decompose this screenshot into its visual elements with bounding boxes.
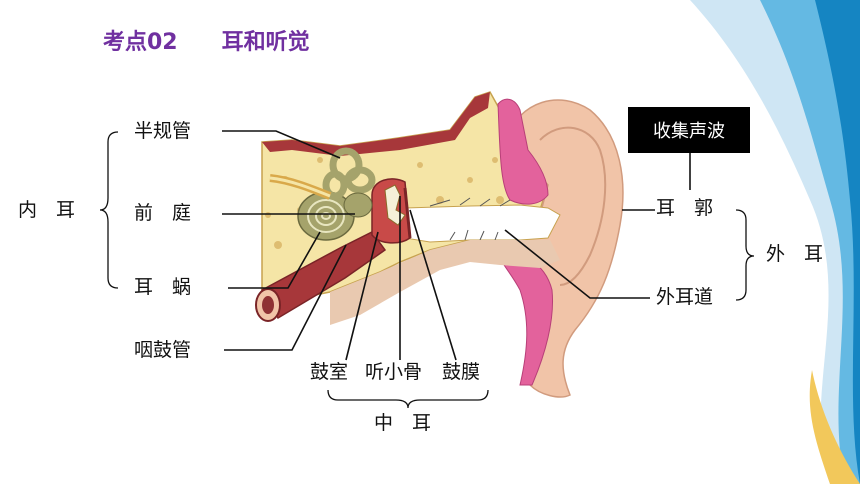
middle-ear-bracket <box>327 389 489 409</box>
label-middle-ear: 中 耳 <box>374 412 432 434</box>
ear-illustration <box>255 91 624 398</box>
inner-ear-bracket <box>99 131 119 289</box>
title-number: 考点02 <box>103 30 178 55</box>
eustachian-tube-shape <box>260 231 387 320</box>
label-eustachian-tube: 咽鼓管 <box>134 339 192 361</box>
label-auricle: 耳 郭 <box>656 197 714 219</box>
label-tympanic-cavity: 鼓室 <box>310 361 349 383</box>
auricle-cartilage <box>497 98 549 205</box>
label-semicircular-canals: 半规管 <box>134 120 192 142</box>
outer-ear-bracket <box>735 209 755 301</box>
ear-canal <box>404 204 561 243</box>
page-title: 考点02 耳和听觉 <box>103 24 310 56</box>
label-cochlea: 耳 蜗 <box>134 276 192 298</box>
semicircular-canals <box>322 147 376 200</box>
title-topic: 耳和听觉 <box>221 30 310 55</box>
label-ossicles: 听小骨 <box>365 361 423 383</box>
leader-lines <box>222 130 691 361</box>
eardrum <box>403 187 412 239</box>
label-eardrum: 鼓膜 <box>442 361 481 383</box>
label-inner-ear: 内 耳 <box>18 199 76 221</box>
label-vestibule: 前 庭 <box>134 202 192 224</box>
label-ear-canal: 外耳道 <box>656 286 714 308</box>
vestibule <box>343 192 373 218</box>
collect-sound-callout: 收集声波 <box>628 107 750 153</box>
label-outer-ear: 外 耳 <box>766 243 824 265</box>
